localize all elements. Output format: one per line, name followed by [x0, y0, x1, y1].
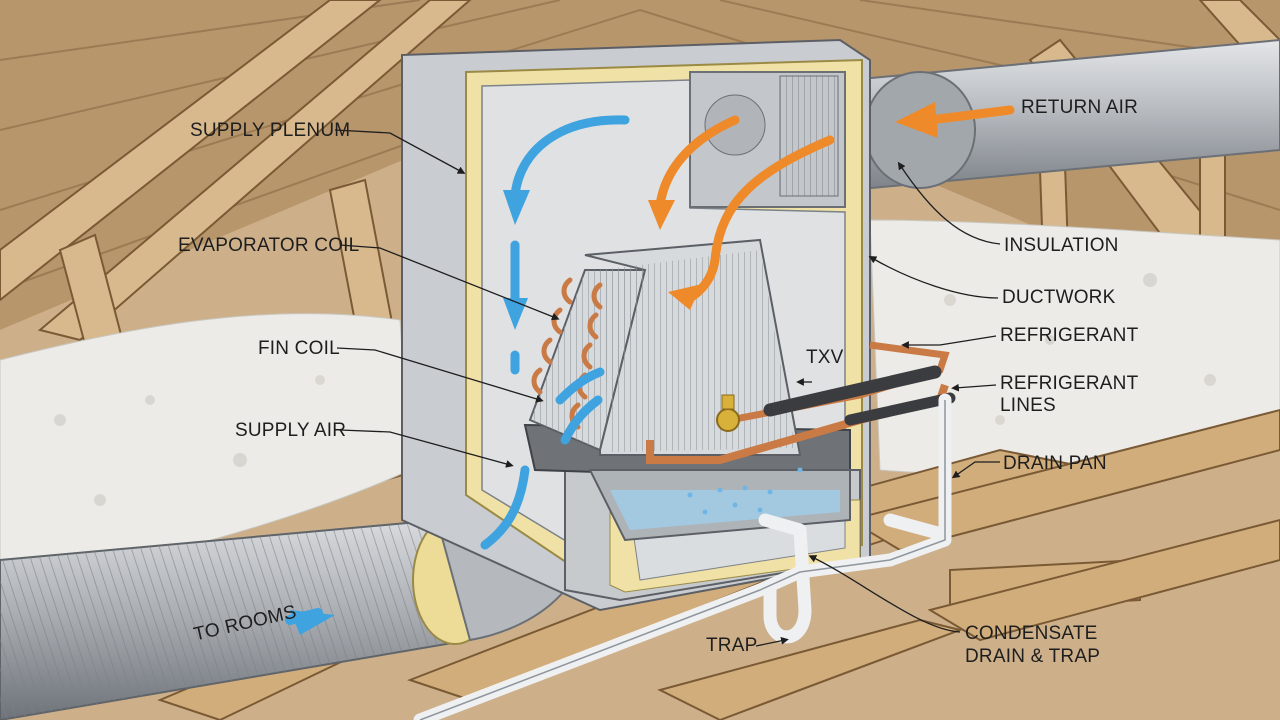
label-supply-plenum: SUPPLY PLENUM	[190, 120, 351, 141]
label-evaporator-coil: EVAPORATOR COIL	[178, 235, 360, 256]
label-condensate-2: DRAIN & TRAP	[965, 646, 1101, 667]
label-refrigerant-lines-1: REFRIGERANT	[1000, 373, 1139, 394]
label-txv: TXV	[806, 347, 844, 368]
label-insulation: INSULATION	[1004, 235, 1119, 256]
label-supply-air: SUPPLY AIR	[235, 420, 347, 441]
label-fin-coil: FIN COIL	[258, 338, 340, 359]
label-refrigerant: REFRIGERANT	[1000, 325, 1139, 346]
evaporator-coil	[528, 238, 802, 456]
leader-lines	[334, 129, 1001, 647]
attic-insulation	[0, 219, 1280, 591]
label-drain-pan: DRAIN PAN	[1003, 453, 1107, 474]
condensate-drain-outline	[419, 400, 946, 720]
label-refrigerant-lines-2: LINES	[1000, 395, 1056, 416]
label-return-air: RETURN AIR	[1021, 97, 1139, 118]
label-ductwork: DUCTWORK	[1002, 287, 1116, 308]
supply-airflow-arrows	[285, 115, 630, 635]
label-trap: TRAP	[706, 635, 758, 656]
return-airflow-arrows	[648, 102, 1015, 310]
label-condensate-1: CONDENSATE	[965, 623, 1098, 644]
refrigerant-lines	[646, 341, 956, 464]
